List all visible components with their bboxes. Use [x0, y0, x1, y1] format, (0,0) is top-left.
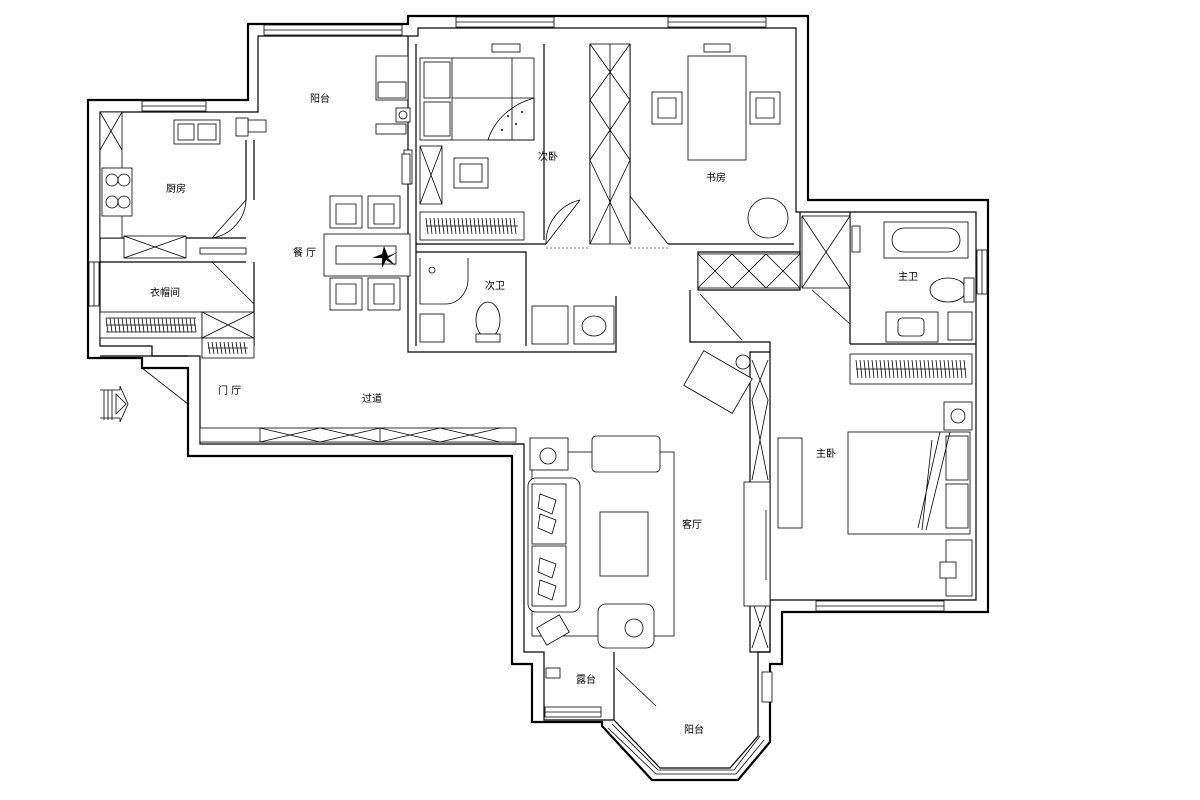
- label-kitchen: 厨房: [166, 182, 186, 195]
- label-terrace: 露台: [576, 673, 596, 686]
- interior-walls: [100, 36, 976, 720]
- label-corridor: 过道: [362, 392, 382, 405]
- windows: [88, 16, 988, 775]
- label-balcony-south: 阳台: [684, 723, 704, 736]
- label-second-bathroom: 次卫: [485, 279, 505, 292]
- label-dining: 餐 厅: [293, 246, 316, 259]
- entrance-arrow-icon: [100, 385, 129, 423]
- label-second-bedroom: 次卧: [538, 150, 558, 163]
- label-master-bathroom: 主卫: [898, 271, 918, 283]
- doors: [141, 195, 851, 707]
- label-cloakroom: 衣帽间: [150, 286, 180, 299]
- wardrobes: [99, 43, 973, 649]
- exterior-walls: [86, 14, 990, 782]
- label-living-room: 客厅: [682, 518, 702, 531]
- furniture: [101, 43, 975, 703]
- label-master-bedroom: 主卧: [816, 447, 836, 460]
- room-labels: 阳台 厨房 餐 厅 衣帽间 门 厅 过道 次卧 次卫 书房 主卫 主卧 客厅 露…: [150, 92, 918, 736]
- label-foyer: 门 厅: [218, 384, 241, 397]
- label-study: 书房: [706, 171, 726, 184]
- label-balcony-north: 阳台: [310, 92, 330, 105]
